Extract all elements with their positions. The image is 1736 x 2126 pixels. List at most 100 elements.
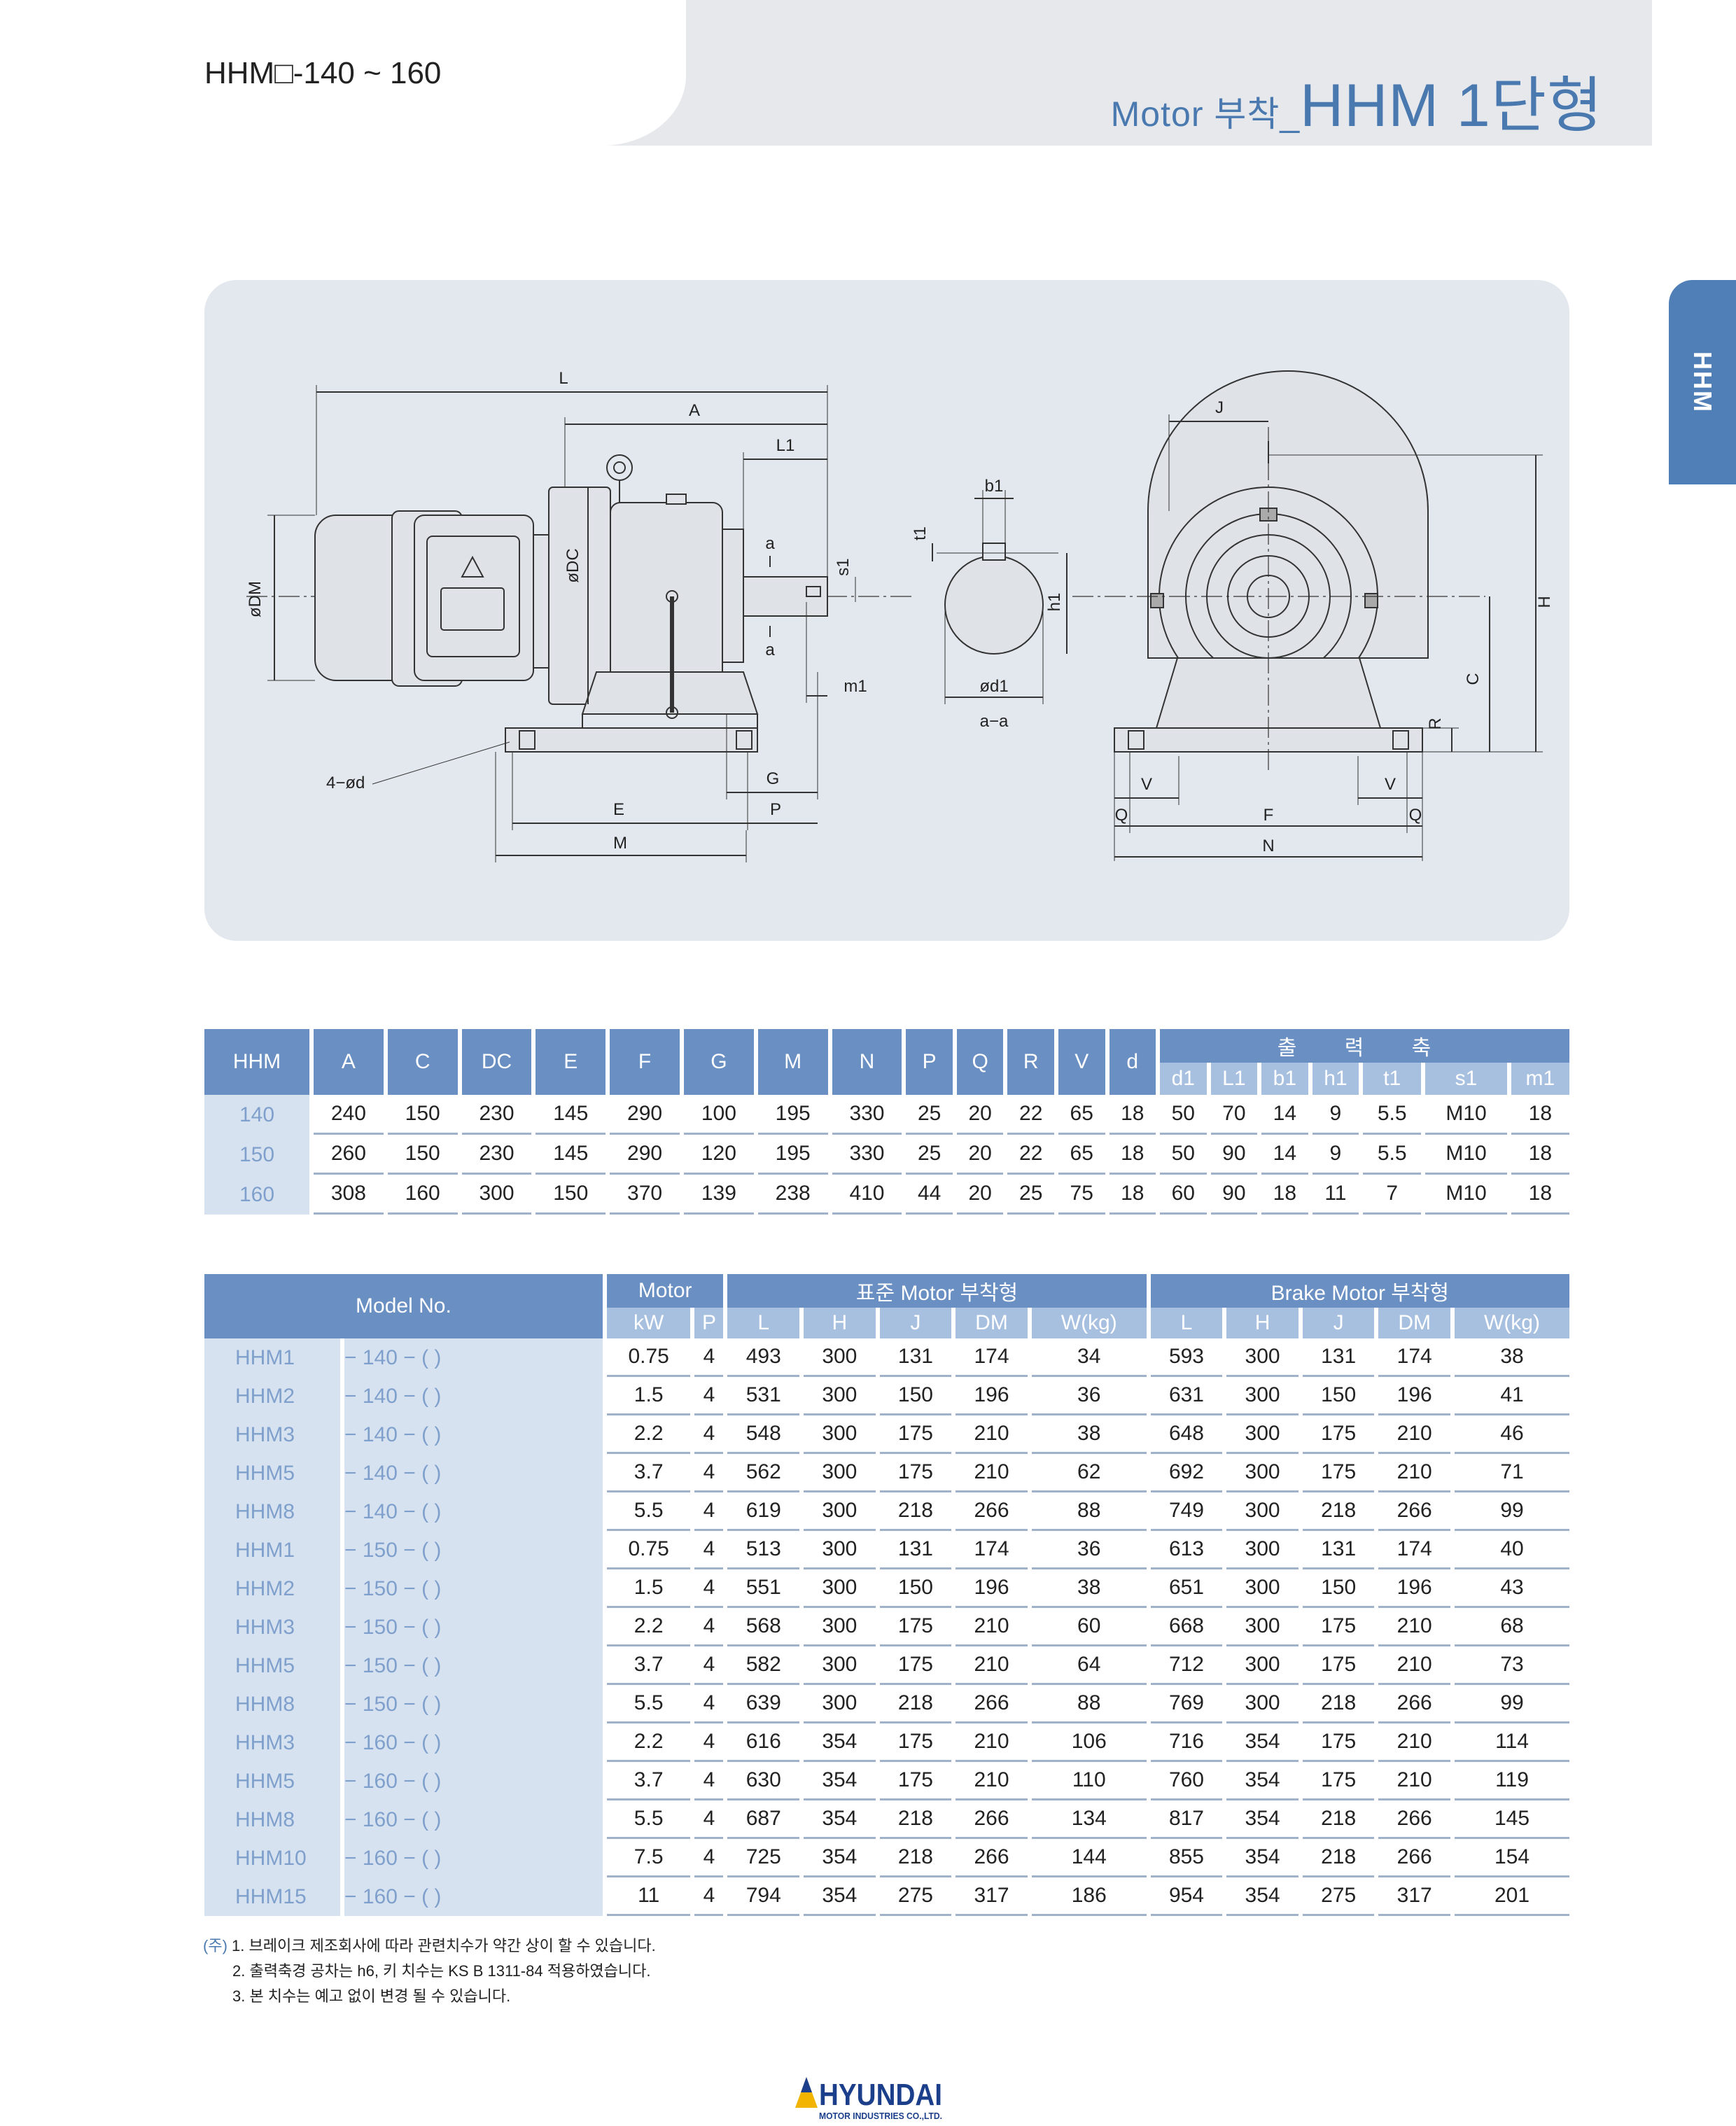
motor-spec-cell: 196 — [1378, 1377, 1450, 1415]
motor-spec-cell: 131 — [879, 1531, 952, 1569]
motor-spec-cell: 354 — [804, 1877, 876, 1916]
dimension-cell: 150 — [536, 1175, 606, 1215]
model-size: − 160 − ( ) — [344, 1762, 603, 1800]
motor-spec-cell: 266 — [955, 1685, 1028, 1723]
dimension-cell: 230 — [461, 1135, 532, 1175]
shaft-section-view: b1 t1 h1 ød1 a−a — [911, 477, 1068, 731]
motor-spec-cell: 131 — [1302, 1338, 1375, 1377]
motor-spec-cell: 175 — [1302, 1762, 1375, 1800]
motor-spec-cell: 769 — [1150, 1685, 1223, 1723]
col-header-m1: m1 — [1511, 1063, 1569, 1095]
col-header-h1: h1 — [1312, 1063, 1359, 1095]
motor-spec-cell: 300 — [1226, 1454, 1298, 1492]
motor-spec-cell: 668 — [1150, 1608, 1223, 1646]
col-header-model: Model No. — [204, 1274, 603, 1338]
motor-spec-cell: 119 — [1455, 1762, 1569, 1800]
dimension-cell: 150 — [387, 1135, 458, 1175]
motor-spec-cell: 60 — [1031, 1608, 1147, 1646]
motor-spec-cell: 651 — [1150, 1569, 1223, 1608]
col-header-C: C — [387, 1029, 458, 1095]
motor-spec-cell: 88 — [1031, 1492, 1147, 1531]
motor-spec-cell: 3.7 — [606, 1454, 691, 1492]
motor-spec-cell: 5.5 — [606, 1800, 691, 1839]
model-name: HHM8 — [204, 1800, 340, 1839]
motor-spec-cell: 210 — [955, 1723, 1028, 1762]
model-size: − 140 − ( ) — [344, 1338, 603, 1377]
motor-spec-cell: 4 — [694, 1608, 724, 1646]
dimension-drawing-panel: L A L1 øDM øDC a a s1 — [204, 280, 1569, 941]
dimension-cell: 195 — [757, 1135, 828, 1175]
motor-spec-cell: 300 — [804, 1338, 876, 1377]
col-header-motor: Motor — [606, 1274, 724, 1308]
motor-spec-cell: 196 — [955, 1569, 1028, 1608]
motor-spec-cell: 218 — [1302, 1839, 1375, 1877]
motor-spec-cell: 210 — [1378, 1762, 1450, 1800]
motor-spec-cell: 300 — [1226, 1415, 1298, 1454]
model-size: − 160 − ( ) — [344, 1800, 603, 1839]
model-name: HHM15 — [204, 1877, 340, 1916]
note-line-2: 2. 출력축경 공차는 h6, 키 치수는 KS B 1311-84 적용하였습… — [232, 1962, 651, 1980]
motor-spec-cell: 716 — [1150, 1723, 1223, 1762]
motor-spec-cell: 175 — [1302, 1608, 1375, 1646]
motor-spec-cell: 218 — [879, 1800, 952, 1839]
dimension-cell: 260 — [314, 1135, 384, 1175]
motor-spec-cell: 300 — [804, 1531, 876, 1569]
motor-spec-cell: 354 — [804, 1839, 876, 1877]
side-view: L A L1 øDM øDC a a s1 — [246, 369, 911, 862]
dimension-cell: 20 — [956, 1095, 1004, 1135]
dimension-cell: 370 — [610, 1175, 680, 1215]
motor-spec-cell: 4 — [694, 1723, 724, 1762]
motor-spec-cell: 266 — [955, 1839, 1028, 1877]
dim-holes-label: 4−ød — [326, 774, 365, 792]
motor-spec-cell: 210 — [955, 1454, 1028, 1492]
motor-spec-cell: 562 — [727, 1454, 800, 1492]
motor-spec-cell: 266 — [955, 1492, 1028, 1531]
motor-spec-cell: 43 — [1455, 1569, 1569, 1608]
motor-spec-cell: 725 — [727, 1839, 800, 1877]
col-header-L1: L1 — [1210, 1063, 1258, 1095]
dim-J-label: J — [1215, 398, 1224, 417]
motor-spec-cell: 114 — [1455, 1723, 1569, 1762]
motor-spec-cell: 175 — [879, 1608, 952, 1646]
side-section-tab[interactable]: HHM — [1669, 280, 1736, 484]
note-line-3: 3. 본 치수는 예고 없이 변경 될 수 있습니다. — [232, 1987, 511, 2005]
motor-spec-cell: 760 — [1150, 1762, 1223, 1800]
col-header-d: d — [1109, 1029, 1156, 1095]
motor-spec-cell: 88 — [1031, 1685, 1147, 1723]
motor-spec-cell: 568 — [727, 1608, 800, 1646]
motor-spec-cell: 175 — [1302, 1415, 1375, 1454]
motor-spec-cell: 150 — [879, 1569, 952, 1608]
logo-subtext: MOTOR INDUSTRIES CO.,LTD. — [819, 2111, 942, 2121]
motor-spec-cell: 513 — [727, 1531, 800, 1569]
dim-G-label: G — [766, 769, 780, 788]
section-a-top: a — [765, 534, 775, 553]
motor-spec-cell: 175 — [879, 1762, 952, 1800]
model-name: HHM5 — [204, 1646, 340, 1685]
motor-spec-cell: 749 — [1150, 1492, 1223, 1531]
motor-spec-cell: 354 — [1226, 1877, 1298, 1916]
motor-spec-cell: 210 — [955, 1762, 1028, 1800]
motor-spec-cell: 582 — [727, 1646, 800, 1685]
dimension-cell: 20 — [956, 1175, 1004, 1215]
motor-spec-cell: 218 — [879, 1685, 952, 1723]
model-size: − 160 − ( ) — [344, 1723, 603, 1762]
motor-spec-table: Model No. Motor 표준 Motor 부착형 Brake Motor… — [200, 1274, 1574, 1916]
motor-spec-cell: 317 — [1378, 1877, 1450, 1916]
motor-spec-cell: 0.75 — [606, 1531, 691, 1569]
model-size: − 150 − ( ) — [344, 1531, 603, 1569]
motor-spec-cell: 175 — [879, 1723, 952, 1762]
dim-b1-label: b1 — [985, 477, 1004, 496]
dimension-cell: 14 — [1261, 1095, 1308, 1135]
dimension-cell: 18 — [1511, 1175, 1569, 1215]
model-name: HHM1 — [204, 1531, 340, 1569]
dimension-cell: M10 — [1425, 1095, 1507, 1135]
motor-spec-cell: 300 — [804, 1454, 876, 1492]
motor-spec-cell: 210 — [1378, 1608, 1450, 1646]
motor-spec-cell: 2.2 — [606, 1608, 691, 1646]
motor-spec-cell: 613 — [1150, 1531, 1223, 1569]
model-size: − 140 − ( ) — [344, 1454, 603, 1492]
